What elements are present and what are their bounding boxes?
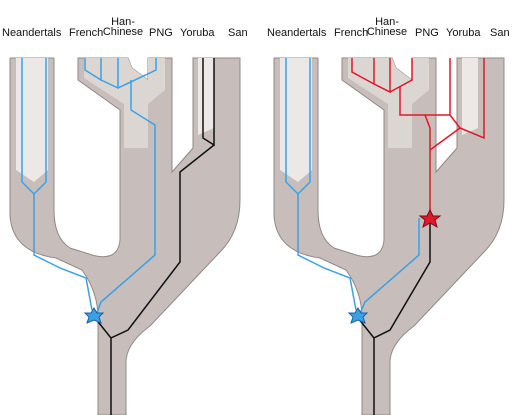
label-yoruba: Yoruba [180, 27, 215, 39]
blue-star-icon [83, 307, 105, 324]
red-lineage [449, 58, 485, 140]
blue-star-icon [347, 307, 369, 324]
red-lineage [429, 127, 461, 151]
red-star-icon [418, 208, 442, 229]
red-lineage [351, 58, 375, 86]
label-french: French [69, 27, 104, 39]
label-san: San [228, 27, 248, 39]
label-han-chinese: Han-Chinese [102, 16, 144, 38]
tree-panel-left: Neandertals French Han-Chinese PNG Yorub… [0, 0, 262, 415]
black-lineage [373, 222, 431, 415]
tree-shape [9, 57, 241, 415]
tree-shape [273, 57, 505, 415]
tree-diagram-left [9, 57, 241, 415]
blue-lineage [94, 80, 156, 319]
black-lineage [202, 58, 215, 147]
label-neandertals: Neandertals [267, 27, 327, 39]
tree-inner-highlight [462, 58, 478, 135]
tree-inner-shape [84, 58, 165, 148]
label-yoruba: Yoruba [446, 27, 481, 39]
blue-lineage [357, 218, 420, 319]
tree-panel-right: Neandertals French Han-Chinese PNG Yorub… [262, 0, 524, 415]
blue-lineage [297, 194, 357, 311]
label-french: French [334, 27, 369, 39]
label-png: PNG [149, 27, 173, 39]
blue-lineage [33, 194, 93, 311]
label-san: San [490, 27, 510, 39]
label-png: PNG [415, 27, 439, 39]
red-lineage [373, 58, 391, 94]
label-neandertals: Neandertals [2, 27, 62, 39]
tree-inner-highlight [16, 58, 48, 182]
black-lineage [110, 144, 215, 415]
tree-diagram-right [273, 57, 505, 415]
tree-inner-highlight [280, 58, 312, 182]
blue-lineage [84, 58, 102, 82]
label-han-chinese: Han-Chinese [366, 16, 408, 38]
red-lineage [389, 58, 413, 93]
tree-inner-highlight [198, 58, 214, 135]
